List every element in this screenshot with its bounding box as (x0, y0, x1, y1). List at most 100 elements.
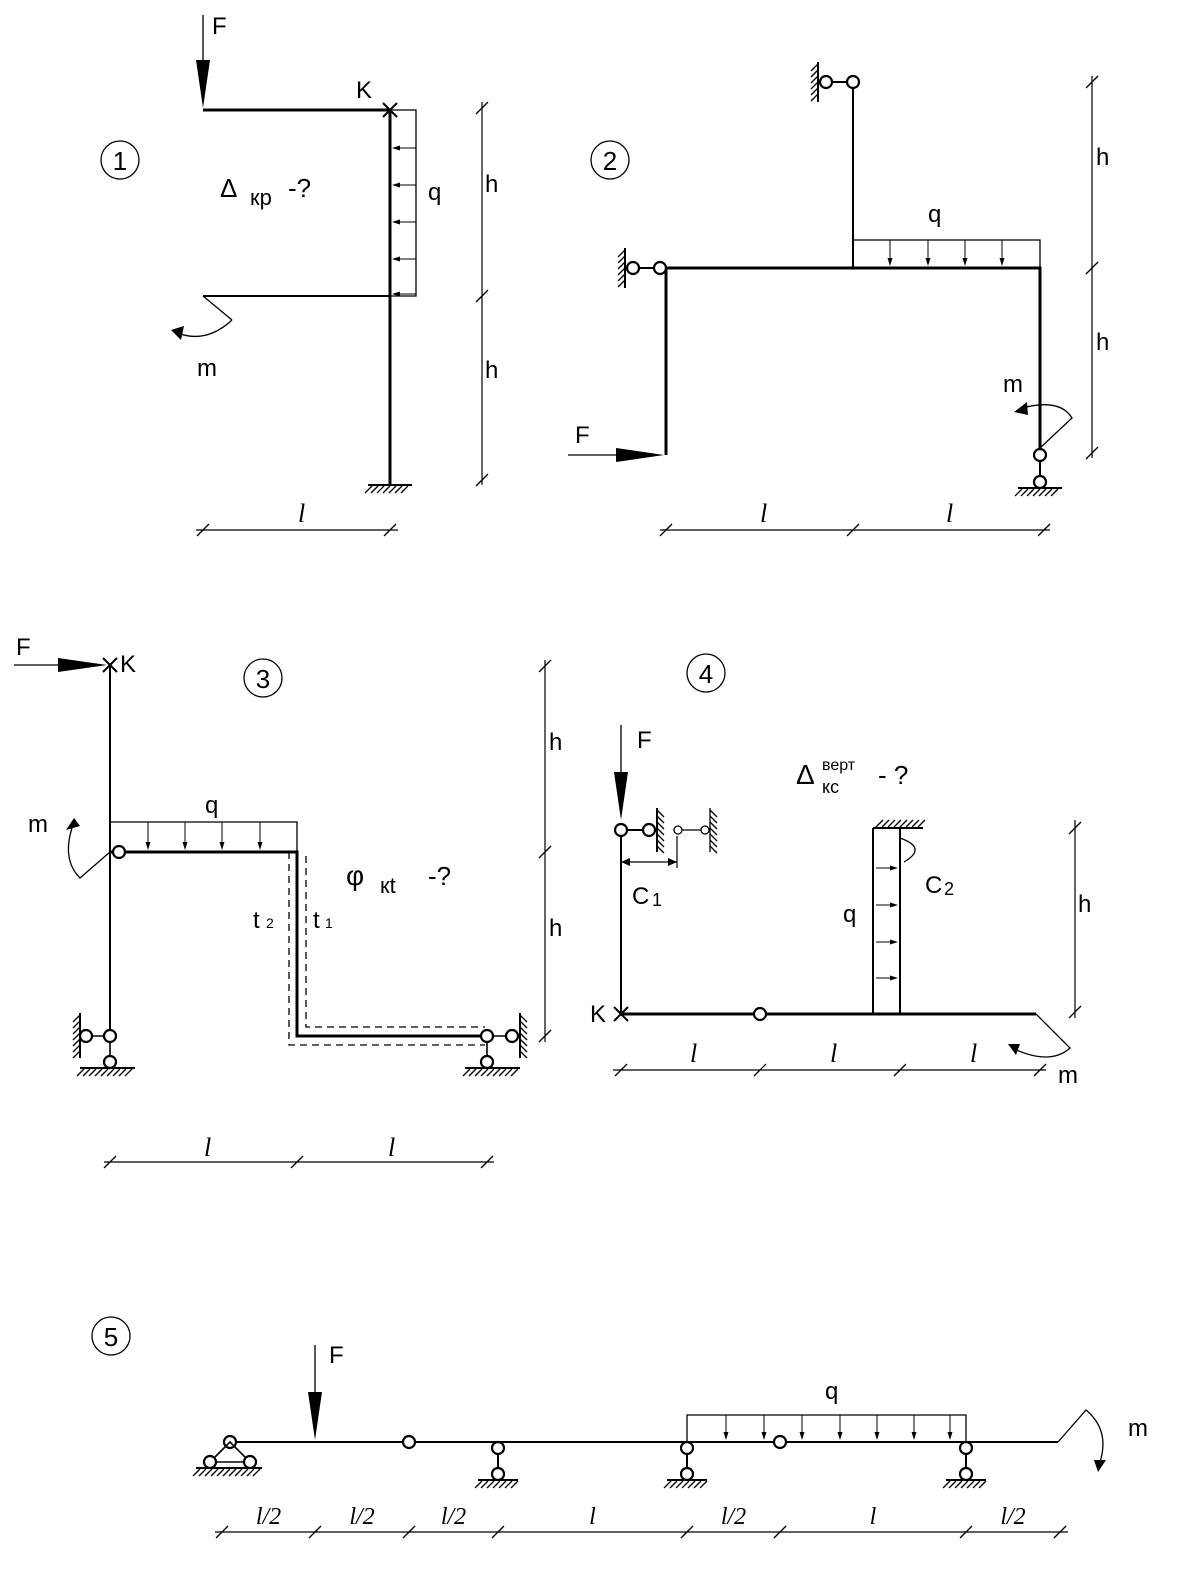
scheme-number: 4 (699, 659, 713, 689)
load-label: q (843, 901, 856, 928)
height-label-1: h (1096, 144, 1109, 171)
span-label-2: l (830, 1039, 837, 1068)
load-label: q (825, 1378, 838, 1405)
force-arrow (58, 658, 107, 672)
temperature-outer-label: t (253, 907, 260, 934)
hinge (111, 844, 127, 860)
moment-label: m (1058, 1062, 1078, 1089)
force-arrow (616, 448, 664, 462)
moment-label: m (197, 355, 217, 382)
temperature-inner-label: t (313, 907, 320, 934)
distributed-load (390, 109, 417, 297)
force-arrow (196, 60, 210, 108)
scheme-number: 2 (603, 146, 617, 176)
scheme-4: 4 q C 2 C (590, 653, 1091, 1089)
temperature-outer-fiber (288, 852, 485, 1046)
roller-support-3 (942, 1440, 987, 1489)
force-label: F (575, 422, 590, 449)
temperature-inner-fiber (305, 856, 485, 1028)
scheme-1: 1 K F q m Δ кр -? (100, 13, 498, 537)
roller-support-2 (663, 1440, 708, 1489)
node-label: K (120, 651, 136, 678)
frame-member (110, 850, 485, 1038)
height-label-1: h (485, 171, 498, 198)
node-label: K (590, 1001, 606, 1028)
node-k-mark (613, 1006, 629, 1022)
scheme-number-circle (100, 140, 140, 180)
load-label: q (428, 179, 441, 206)
span-label-2: l (388, 1133, 395, 1162)
scheme-5: 5 F q m (91, 1316, 1148, 1539)
height-label-1: h (549, 729, 562, 756)
distributed-load (686, 1414, 967, 1442)
force-arrow (614, 772, 628, 820)
span-label: l (298, 499, 305, 528)
force-label: F (16, 634, 31, 661)
pinned-support (1014, 447, 1062, 497)
height-dimension (538, 659, 552, 1043)
fixed-support (364, 484, 412, 494)
pinned-roller-support-left (72, 1013, 135, 1077)
height-label-2: h (485, 357, 498, 384)
question-symbol: Δ (796, 759, 815, 790)
span-label-4: l (589, 1504, 596, 1530)
force-label: F (637, 727, 652, 754)
span-label-1: l/2 (256, 1504, 281, 1530)
pin-support-left (192, 1434, 262, 1477)
scheme-number-circle (91, 1316, 131, 1356)
frame-member (664, 266, 1042, 455)
rotation-settlement-arc (899, 837, 916, 863)
hinge-2 (772, 1434, 788, 1450)
question-tail: -? (428, 861, 451, 891)
span-label-3: l (970, 1039, 977, 1068)
span-dimension (215, 1525, 1068, 1539)
scheme-number: 1 (113, 146, 127, 176)
moment-label: m (28, 811, 48, 838)
moment-label: m (1003, 371, 1023, 398)
pinned-roller-support-right (462, 1013, 528, 1077)
question-symbol: φ (346, 860, 364, 891)
question-symbol: Δ (220, 173, 237, 203)
height-dimension (1068, 820, 1082, 1019)
scheme-number-circle (243, 658, 283, 698)
roller-support-1 (474, 1440, 519, 1489)
height-label-2: h (1096, 329, 1109, 356)
moment-arc (174, 319, 233, 338)
span-label-6: l (870, 1504, 877, 1530)
node-k-mark (102, 657, 118, 673)
node-label: K (356, 77, 372, 104)
force-arrow (308, 1392, 322, 1440)
force-label: F (329, 1342, 344, 1369)
distributed-load (110, 821, 298, 852)
span-label-1: l (760, 499, 767, 528)
span-dimension (659, 523, 1051, 537)
link-support-top (810, 62, 861, 102)
load-label: q (928, 201, 941, 228)
height-dimension (1085, 75, 1099, 460)
scheme-2: 2 q (568, 62, 1109, 537)
question-tail: -? (288, 173, 311, 203)
span-label-2: l (946, 499, 953, 528)
hinge-1 (401, 1434, 417, 1450)
distributed-load (876, 865, 898, 981)
question-subscript: кс (822, 777, 839, 797)
span-dimension (196, 523, 398, 537)
scheme-3: 3 K F q m t 2 t 1 φ кt -? (14, 634, 562, 1169)
height-label: h (1078, 891, 1091, 918)
span-label-7: l/2 (1000, 1504, 1025, 1530)
link-support-c1 (613, 808, 718, 868)
question-superscript: верт (822, 757, 856, 774)
scheme-number-circle (590, 140, 630, 180)
temperature-inner-sub: 1 (325, 915, 333, 931)
hinge (752, 1006, 768, 1022)
height-dimension (475, 101, 489, 487)
scheme-number-circle (686, 653, 726, 693)
moment-arrow (171, 326, 184, 340)
question-subscript: кt (380, 873, 396, 898)
force-label: F (212, 13, 227, 40)
scheme-number: 3 (256, 664, 270, 694)
settlement-1-sub: 1 (652, 890, 662, 910)
span-label-2: l/2 (349, 1504, 374, 1530)
distributed-load (852, 239, 1041, 268)
